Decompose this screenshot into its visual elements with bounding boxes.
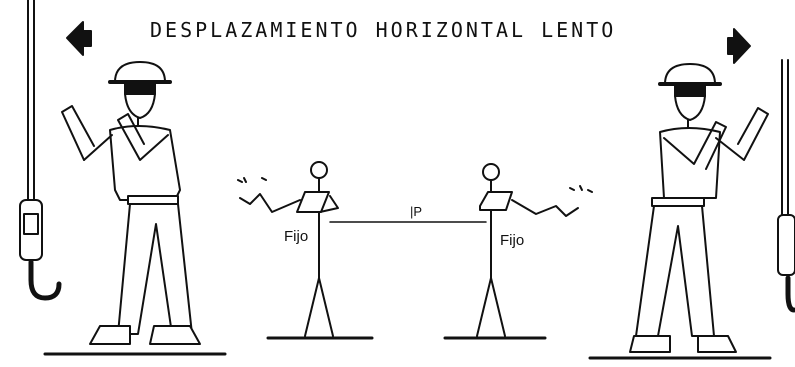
arrow-left-icon	[66, 21, 92, 56]
page-title: DESPLAZAMIENTO HORIZONTAL LENTO	[150, 18, 617, 42]
worker-left	[43, 61, 227, 356]
label-fixed-left: Fijo	[284, 228, 309, 245]
stick-figure-right	[443, 163, 593, 340]
stick-figure-left	[237, 161, 374, 340]
label-separator: |P	[410, 204, 423, 219]
arrow-right-icon	[727, 28, 751, 64]
crane-hook-right-icon	[777, 59, 795, 313]
worker-right	[588, 63, 772, 360]
crane-hook-left-icon	[19, 0, 62, 301]
label-fixed-right: Fijo	[500, 232, 525, 249]
